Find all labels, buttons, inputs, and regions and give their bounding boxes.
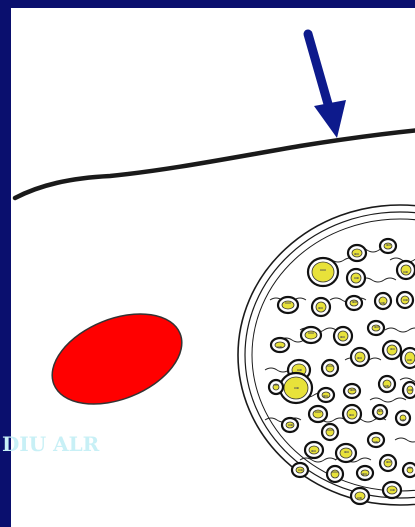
axon bbox=[309, 406, 327, 422]
axon bbox=[271, 338, 289, 352]
nerve-fascicle bbox=[238, 205, 415, 505]
watermark-text: DIU ALR bbox=[2, 432, 99, 456]
axon bbox=[322, 424, 338, 440]
axon bbox=[278, 297, 298, 313]
axon bbox=[280, 373, 312, 403]
axon bbox=[348, 245, 366, 261]
axon bbox=[346, 296, 362, 310]
axon bbox=[322, 360, 338, 376]
axon bbox=[347, 269, 365, 287]
axon bbox=[383, 341, 401, 359]
axon bbox=[375, 293, 391, 309]
axon bbox=[344, 384, 360, 398]
axon bbox=[334, 327, 352, 345]
axon bbox=[292, 463, 308, 477]
axon bbox=[305, 442, 323, 458]
axon bbox=[357, 466, 373, 480]
axon bbox=[282, 418, 298, 432]
axon bbox=[301, 327, 321, 343]
axon bbox=[396, 411, 410, 425]
membrane-line bbox=[15, 130, 415, 198]
axon bbox=[269, 380, 283, 394]
axon bbox=[403, 382, 415, 398]
axon bbox=[336, 444, 356, 462]
axon bbox=[380, 239, 396, 253]
axon bbox=[368, 433, 384, 447]
axon bbox=[380, 455, 396, 471]
axon bbox=[318, 388, 334, 402]
axon bbox=[351, 488, 369, 504]
axon bbox=[327, 466, 343, 482]
axon bbox=[397, 292, 413, 308]
axon bbox=[403, 463, 415, 477]
axon bbox=[401, 348, 415, 368]
axon bbox=[343, 405, 361, 423]
axon bbox=[379, 376, 395, 392]
axon bbox=[308, 258, 338, 286]
axon bbox=[351, 348, 369, 366]
axon bbox=[397, 261, 415, 279]
down-arrow-icon bbox=[308, 34, 346, 138]
axon bbox=[312, 298, 330, 316]
axon bbox=[368, 321, 384, 335]
axon bbox=[373, 405, 387, 419]
axon bbox=[383, 482, 401, 498]
blood-vessel bbox=[39, 296, 195, 421]
